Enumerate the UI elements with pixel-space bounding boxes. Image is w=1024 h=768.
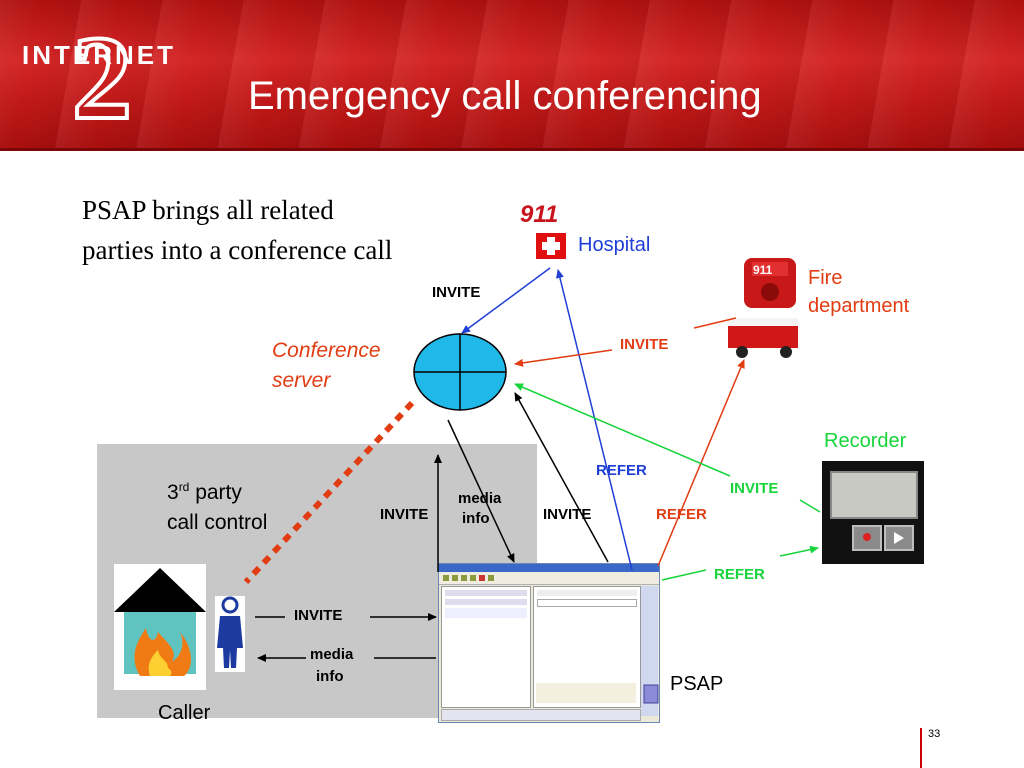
- psap-document-icon: [643, 684, 659, 704]
- refer-hospital-arrow: [556, 269, 633, 571]
- logo-mark: 2: [72, 11, 132, 144]
- third-party-line-1: 3rd party: [167, 480, 242, 504]
- invite-fire-connector: [693, 317, 737, 329]
- invite-to-hospital-arrow: [461, 267, 551, 334]
- psap-call-pane: [533, 586, 641, 708]
- conference-server-icon: [413, 333, 507, 411]
- psap-toolbar: [439, 572, 659, 585]
- fire-label-line-2: department: [808, 295, 910, 317]
- caller-label: Caller: [158, 702, 211, 724]
- slide-title: Emergency call conferencing: [248, 74, 762, 118]
- internet2-logo: 2: [70, 9, 134, 146]
- fire-department-label: Fire department: [808, 264, 909, 320]
- invite-fire-arrow: [514, 349, 613, 367]
- conference-server-label: Conference server: [272, 336, 381, 396]
- hospital-911-emblem: 911: [520, 201, 558, 228]
- media-info-2-line-2: info: [316, 668, 344, 685]
- hospital-label: Hospital: [578, 234, 651, 256]
- third-party-dotted-link: [243, 400, 415, 585]
- header-texture: [0, 0, 1024, 148]
- invite-recorder-arrow: [514, 383, 731, 477]
- subtitle-line-2: parties into a conference call: [82, 235, 393, 265]
- psap-label: PSAP: [670, 673, 724, 695]
- psap-window-titlebar: [439, 564, 659, 572]
- caller-person-icon: [215, 596, 245, 672]
- media-info-1-line-2: info: [462, 510, 490, 527]
- refer-recorder-connector: [661, 569, 707, 581]
- media-info-2-label: media info: [310, 644, 353, 688]
- play-button-icon: [884, 525, 914, 551]
- conference-label-line-1: Conference: [272, 339, 381, 362]
- psap-side-toolbar: [641, 586, 658, 716]
- psap-application-window: [438, 563, 660, 723]
- media-info-1-label: media info: [458, 489, 501, 529]
- subtitle-line-1: PSAP brings all related: [82, 195, 334, 225]
- recorder-screen: [830, 471, 918, 519]
- refer-recorder-arrow: [779, 545, 819, 557]
- refer-fire-label: REFER: [656, 506, 707, 523]
- conference-label-line-2: server: [272, 369, 331, 392]
- invite-hospital-label: INVITE: [432, 284, 481, 301]
- invite-psap-server-arrow: [514, 392, 609, 563]
- invite-up-label: INVITE: [380, 506, 429, 523]
- invite-fire-label: INVITE: [620, 336, 669, 353]
- fire-label-line-1: Fire: [808, 267, 843, 289]
- page-number: 33: [928, 728, 941, 740]
- invite-recorder-label: INVITE: [730, 480, 779, 497]
- header-divider: [0, 148, 1024, 151]
- refer-hospital-label: REFER: [596, 462, 647, 479]
- caller-house-fire-icon: [114, 564, 206, 690]
- page-number-divider: [920, 728, 922, 768]
- logo-text: INTERNET: [22, 40, 176, 70]
- invite-caller-label: INVITE: [294, 607, 343, 624]
- psap-status-pane: [441, 586, 531, 708]
- svg-text:911: 911: [753, 263, 773, 277]
- media-info-1-line-1: media: [458, 490, 502, 507]
- psap-services-bar: [441, 709, 641, 721]
- slide-subtitle: PSAP brings all related parties into a c…: [82, 190, 512, 270]
- third-party-line-2: call control: [167, 511, 268, 534]
- media-info-down-arrow: [447, 419, 515, 563]
- refer-recorder-label: REFER: [714, 566, 765, 583]
- invite-psap-server-label: INVITE: [543, 506, 592, 523]
- media-info-2-line-1: media: [310, 646, 354, 663]
- recorder-device-icon: [822, 461, 924, 564]
- slide-header: 2 INTERNET Emergency call conferencing: [0, 0, 1024, 148]
- record-button-icon: [852, 525, 882, 551]
- invite-recorder-connector: [799, 499, 821, 513]
- recorder-label: Recorder: [824, 430, 907, 452]
- third-party-call-control-label: 3rd party call control: [167, 472, 267, 538]
- fire-department-icon: 911: [728, 258, 798, 358]
